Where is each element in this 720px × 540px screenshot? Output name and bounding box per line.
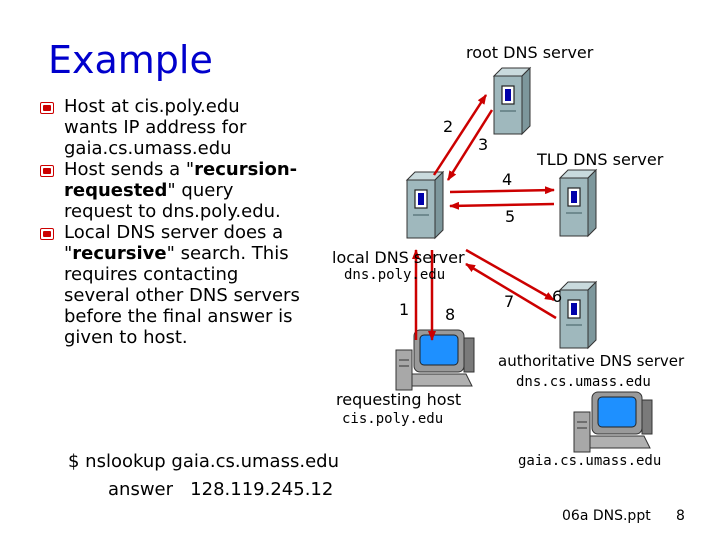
bullet-item: Host sends a "recursion-requested" query… xyxy=(40,159,350,222)
bullet-line: Host sends a "recursion- xyxy=(64,159,350,180)
arrow-step-6 xyxy=(465,248,555,302)
bullet-text: request to dns.poly.edu. xyxy=(64,201,281,222)
bullet-text: given to host. xyxy=(64,327,188,348)
tld-dns-server-label: TLD DNS server xyxy=(537,150,664,169)
arrow-step-2 xyxy=(432,94,488,176)
bullet-line: "recursive" search. This xyxy=(64,243,350,264)
arrow-step-5 xyxy=(449,201,555,210)
slide-title: Example xyxy=(48,38,213,82)
bullet-text: " search. This xyxy=(166,243,289,264)
bullet-line: several other DNS servers xyxy=(64,285,350,306)
bullet-line: Local DNS server does a xyxy=(64,222,350,243)
bullet-text: before the final answer is xyxy=(64,306,293,327)
bullet-line: requested" query xyxy=(64,180,350,201)
bullet-line: given to host. xyxy=(64,327,350,348)
step-number-1: 1 xyxy=(399,300,410,319)
gaia-host-icon xyxy=(573,391,653,453)
step-number-2: 2 xyxy=(443,117,454,136)
bullet-line: request to dns.poly.edu. xyxy=(64,201,350,222)
local-dns-hostname: dns.poly.edu xyxy=(344,267,446,283)
footer-page-number: 8 xyxy=(676,508,685,524)
bullet-text-bold: requested xyxy=(64,180,168,201)
bullet-marker-icon xyxy=(40,165,54,177)
gaia-hostname: gaia.cs.umass.edu xyxy=(518,453,662,469)
step-number-6: 6 xyxy=(552,287,563,306)
authoritative-dns-server-icon xyxy=(559,281,597,349)
tld-dns-server-icon xyxy=(559,169,597,237)
step-number-8: 8 xyxy=(445,305,456,324)
nslookup-line: $ nslookup gaia.cs.umass.edu xyxy=(68,451,339,472)
bullet-text-bold: recursive xyxy=(72,243,167,264)
requesting-host-icon xyxy=(395,329,475,391)
authoritative-dns-hostname: dns.cs.umass.edu xyxy=(516,374,651,390)
arrow-step-7 xyxy=(465,262,557,320)
bullet-line: Host at cis.poly.edu xyxy=(64,96,350,117)
requesting-host-label: requesting host xyxy=(336,390,462,409)
arrow-step-4 xyxy=(449,186,555,195)
bullet-text: Host at cis.poly.edu xyxy=(64,96,240,117)
root-dns-server-label: root DNS server xyxy=(466,43,594,62)
bullet-text-bold: recursion- xyxy=(194,159,298,180)
footer-filename: 06a DNS.ppt xyxy=(562,508,651,524)
bullet-text: wants IP address for xyxy=(64,117,247,138)
arrow-step-3 xyxy=(446,109,494,181)
local-dns-server-icon xyxy=(406,171,444,239)
nslookup-command: $ nslookup gaia.cs.umass.edu answer 128.… xyxy=(68,448,339,504)
bullet-line: requires contacting xyxy=(64,264,350,285)
bullet-item: Local DNS server does a"recursive" searc… xyxy=(40,222,350,348)
bullet-marker-icon xyxy=(40,228,54,240)
bullet-line: gaia.cs.umass.edu xyxy=(64,138,350,159)
step-number-5: 5 xyxy=(505,207,516,226)
local-dns-server-label: local DNS server xyxy=(332,248,465,267)
step-number-3: 3 xyxy=(478,135,489,154)
nslookup-answer: answer 128.119.245.12 xyxy=(108,479,334,500)
step-number-7: 7 xyxy=(504,292,515,311)
bullet-text: several other DNS servers xyxy=(64,285,300,306)
bullet-text: " xyxy=(64,243,73,264)
bullet-line: wants IP address for xyxy=(64,117,350,138)
bullet-text: Local DNS server does a xyxy=(64,222,284,243)
step-number-4: 4 xyxy=(502,170,513,189)
root-dns-server-icon xyxy=(493,67,531,135)
bullet-text: gaia.cs.umass.edu xyxy=(64,138,232,159)
bullet-marker-icon xyxy=(40,102,54,114)
authoritative-dns-server-label: authoritative DNS server xyxy=(498,352,685,370)
requesting-host-hostname: cis.poly.edu xyxy=(342,411,444,427)
bullet-line: before the final answer is xyxy=(64,306,350,327)
bullet-text: requires contacting xyxy=(64,264,239,285)
bullet-text: Host sends a " xyxy=(64,159,195,180)
bullet-text: " query xyxy=(167,180,234,201)
